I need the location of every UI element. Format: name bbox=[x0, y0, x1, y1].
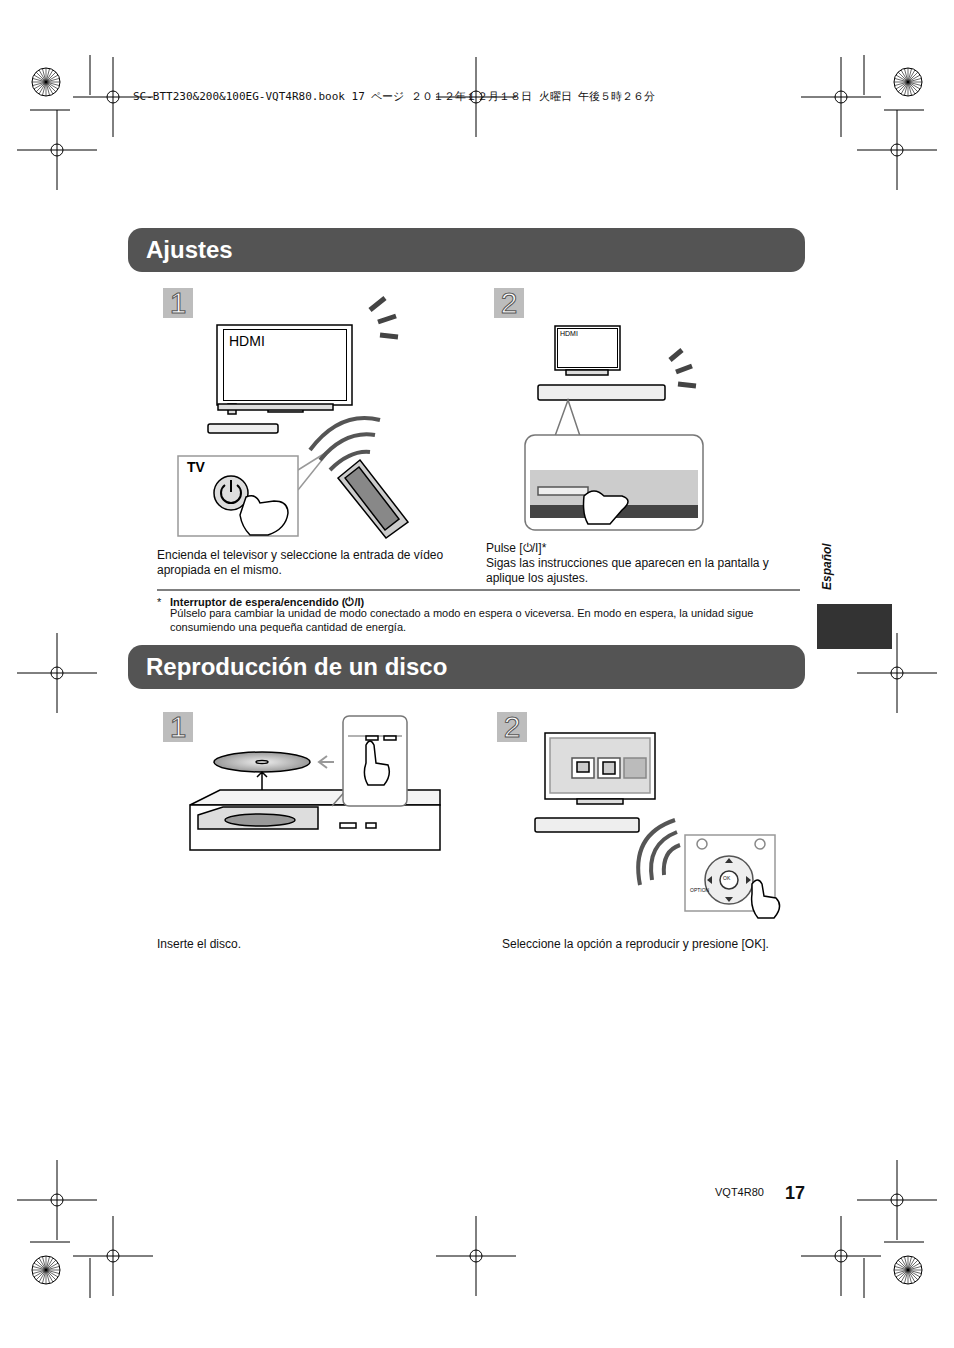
step-instruction: Sigas las instrucciones que aparecen en … bbox=[486, 556, 806, 586]
tv-screen-text: HDMI bbox=[560, 330, 615, 339]
callout-box-text: TV bbox=[187, 459, 289, 477]
step-number: 1 bbox=[163, 712, 193, 742]
step-number: 1 bbox=[163, 288, 193, 318]
language-tab: Español bbox=[820, 543, 835, 590]
section-band-text: Reproducción de un disco bbox=[146, 652, 787, 682]
step-number: 2 bbox=[494, 288, 524, 318]
callout-box: TV bbox=[178, 456, 298, 536]
tv-screen-text: HDMI bbox=[229, 333, 341, 351]
step-instruction: Inserte el disco. bbox=[157, 937, 457, 952]
step-number-text: 2 bbox=[494, 288, 524, 318]
footnote-body: Púlselo para cambiar la unidad de modo c… bbox=[170, 607, 800, 635]
section-band: Ajustes bbox=[128, 228, 805, 272]
step-number-text: 1 bbox=[163, 712, 193, 742]
page-number: 17 bbox=[785, 1182, 805, 1205]
file-header: SC-BTT230&200&100EG-VQT4R80.book 17 ページ … bbox=[133, 90, 655, 104]
tv-screen: HDMI bbox=[557, 328, 618, 368]
document-code: VQT4R80 bbox=[715, 1186, 764, 1200]
step-number-text: 1 bbox=[163, 288, 193, 318]
button-label: OPTION bbox=[690, 887, 709, 893]
step-instruction: Pulse [⏻/I]* bbox=[486, 541, 806, 556]
step-instruction: Encienda el televisor y seleccione la en… bbox=[157, 548, 475, 578]
step-number: 2 bbox=[497, 712, 527, 742]
step-number-text: 2 bbox=[497, 712, 527, 742]
section-band-text: Ajustes bbox=[146, 235, 787, 265]
tv-screen: HDMI bbox=[223, 329, 347, 401]
section-band: Reproducción de un disco bbox=[128, 645, 805, 689]
step-instruction: Seleccione la opción a reproducir y pres… bbox=[502, 937, 812, 952]
button-label: OK bbox=[723, 875, 730, 881]
footnote-mark: * bbox=[157, 596, 167, 610]
